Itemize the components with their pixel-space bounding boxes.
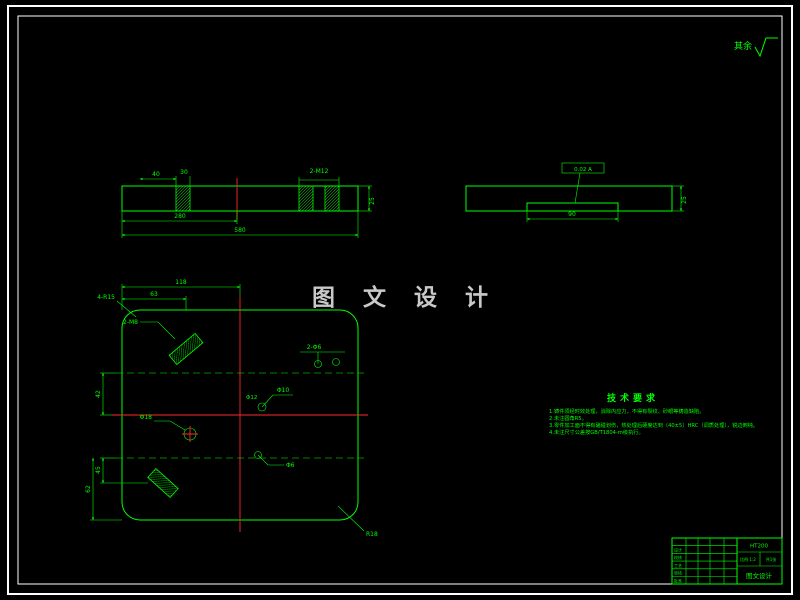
dim-label: 280 xyxy=(174,213,186,220)
leader-line xyxy=(116,300,137,318)
inner-frame xyxy=(17,15,783,585)
hole-note: Φ12 xyxy=(246,395,257,401)
tech-line: 2.未注圆角R5。 xyxy=(549,414,587,422)
dim-label: 25 xyxy=(681,196,688,204)
leader-line xyxy=(337,505,365,532)
hole-note: Φ6 xyxy=(286,462,295,469)
material-label: HT200 xyxy=(750,544,768,550)
tech-requirements: 技术要求 1.铸件须经时效处理，消除内应力，不得有裂纹、砂眼等铸造缺陷。 2.未… xyxy=(549,392,758,436)
feature-control-frame xyxy=(561,162,605,174)
dim-label: 62 xyxy=(85,485,92,493)
hatch-section-1 xyxy=(175,185,191,212)
leader-line xyxy=(140,321,176,340)
watermark-text: 图 文 设 计 xyxy=(312,284,498,311)
hole-note: 2-Φ6 xyxy=(307,344,322,351)
roughness-note: 其余 xyxy=(734,37,778,58)
radius-note: R18 xyxy=(366,531,378,538)
dim-label: 118 xyxy=(175,279,187,286)
leader-line xyxy=(257,454,284,466)
company-label: 图文设计 xyxy=(746,571,773,580)
angled-slot-top xyxy=(168,332,204,366)
slot-note: 2-M8 xyxy=(123,319,138,326)
hole-centerline xyxy=(182,426,198,442)
dim-label: 30 xyxy=(180,169,188,176)
dim-label: 63 xyxy=(150,291,158,298)
leader-line xyxy=(300,351,345,364)
hole xyxy=(257,402,267,412)
radius-note: 4-R15 xyxy=(97,294,115,301)
leader-line xyxy=(154,420,186,431)
leader-line xyxy=(574,172,581,204)
titleblock-row-label: 校核 xyxy=(674,554,682,560)
title-block: 设计 校核 工艺 审核 批准 HT200 比例 1:2 共1张 图文设计 xyxy=(671,537,783,585)
sheet-label: 共1张 xyxy=(766,556,777,562)
fcf-label: 0.02 A xyxy=(574,167,592,173)
hole xyxy=(332,358,340,366)
tech-line: 3.零件加工面不得有磕碰划伤，热处理后硬度达到（40±5）HRC（调质处理），锐… xyxy=(549,421,758,429)
dim-label: 25 xyxy=(369,197,376,205)
roughness-label: 其余 xyxy=(734,40,752,52)
thread-note: 2-M12 xyxy=(310,168,329,175)
slot-outline xyxy=(526,202,619,211)
tech-title: 技术要求 xyxy=(607,392,659,404)
hatch-section-3 xyxy=(324,185,340,212)
titleblock-row-label: 设计 xyxy=(674,547,682,553)
dim-label: 42 xyxy=(95,390,102,398)
tech-line: 1.铸件须经时效处理，消除内应力，不得有裂纹、砂眼等铸造缺陷。 xyxy=(549,407,704,415)
plate-outline xyxy=(465,185,673,212)
section-view-right: 0.02 A 90 25 xyxy=(465,162,688,222)
hatch-section-2 xyxy=(298,185,314,212)
hole xyxy=(254,451,262,459)
titleblock-row-label: 批准 xyxy=(674,577,682,583)
titleblock-row-label: 审核 xyxy=(674,570,682,576)
dim-label: 90 xyxy=(568,211,576,218)
dim-label: 580 xyxy=(234,227,246,234)
angled-slot-bottom xyxy=(147,467,179,499)
section-view-left: 40 30 2-M12 25 280 580 xyxy=(121,168,376,238)
outer-frame xyxy=(7,5,793,595)
dim-label: 45 xyxy=(95,466,102,474)
dim-label: 40 xyxy=(152,171,160,178)
hole-note: Φ18 xyxy=(140,414,153,421)
border-frame xyxy=(7,5,793,595)
plan-view: 2-M8 2-Φ6 Φ10 Φ18 Φ6 Φ12 42 xyxy=(85,279,378,538)
roughness-check-icon xyxy=(754,37,778,58)
titleblock-row-label: 工艺 xyxy=(674,563,682,568)
hole-note: Φ10 xyxy=(277,387,290,394)
tech-line: 4.未注尺寸公差按GB/T1804-m级执行。 xyxy=(549,428,644,436)
leader-line xyxy=(261,394,293,408)
scale-label: 比例 1:2 xyxy=(740,556,756,562)
plate-outline xyxy=(121,185,359,212)
